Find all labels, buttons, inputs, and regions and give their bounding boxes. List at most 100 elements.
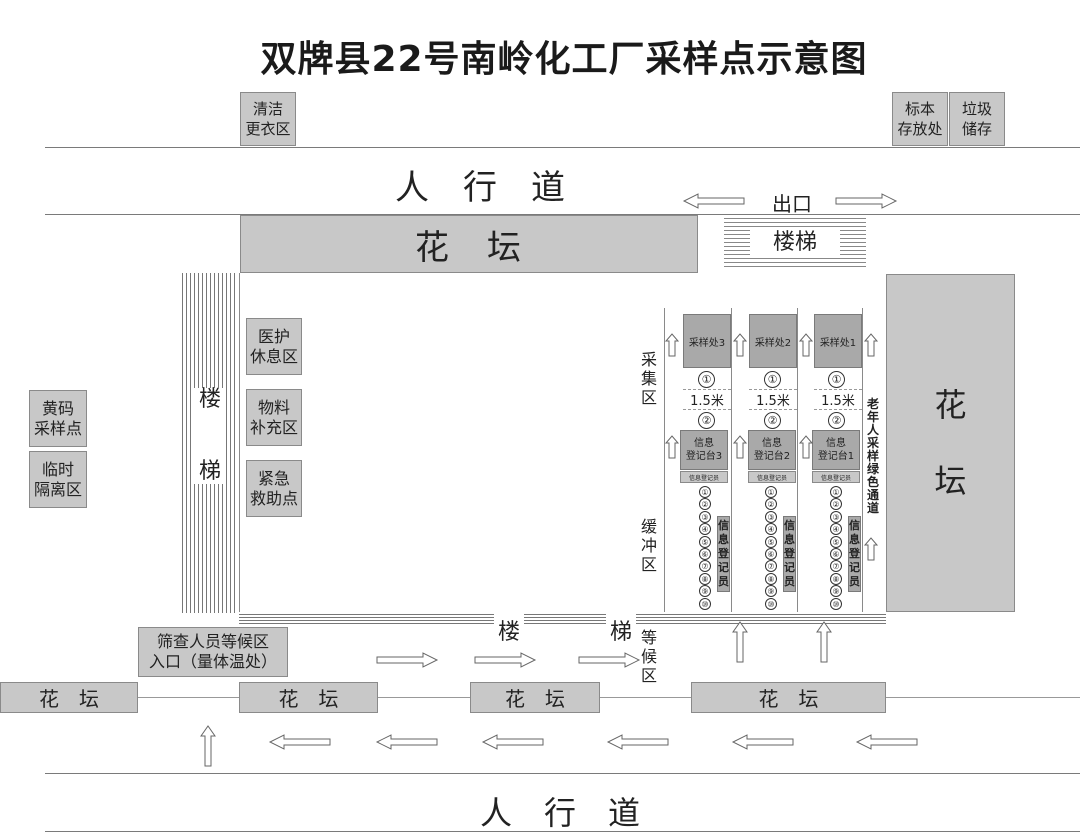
registrar-vertical: 信 息 登 记 员 (848, 516, 861, 592)
queue-number: ① (830, 486, 842, 498)
lane-arrow-up-small (733, 435, 747, 459)
queue-number: ⑥ (830, 548, 842, 560)
queue-number: ⑩ (765, 597, 777, 610)
registrar-tag: 信息登记员 (680, 471, 728, 483)
exit-arrow-left (683, 193, 745, 209)
lane-arrow-up (816, 621, 832, 663)
elderly-green-channel-label: 老 年 人 采 样 绿 色 通 道 (866, 397, 879, 515)
stairs-left-label: 楼 梯 (194, 388, 226, 484)
sidewalk-bottom-upper-line (45, 773, 1080, 774)
lane-divider (731, 308, 732, 614)
flowerbed-bottom: 花 坛 (691, 682, 886, 713)
collection-zone-label: 采 集 区 (640, 350, 657, 407)
distance-label: 1.5米 (814, 389, 862, 410)
queue-number: ⑥ (765, 548, 777, 560)
queue-number: ③ (830, 510, 842, 523)
queue-number: ⑧ (830, 572, 842, 585)
distance-label: 1.5米 (749, 389, 797, 410)
queue-number: ⑦ (765, 560, 777, 573)
waiting-zone-label: 等 候 区 (640, 628, 657, 685)
registration-desk-1: 信息 登记台1 (812, 430, 860, 470)
lane-arrow-up-small (733, 333, 747, 357)
flow-arrow-right (474, 652, 536, 668)
sidewalk-top-lower-line (45, 214, 1080, 215)
registration-desk-2: 信息 登记台2 (748, 430, 796, 470)
material-supply-area: 物料 补充区 (246, 389, 302, 446)
flow-arrow-right (376, 652, 438, 668)
queue-number: ① (765, 486, 777, 498)
flowerbed-bottom: 花 坛 (0, 682, 138, 713)
marker-1: ① (698, 371, 715, 388)
flow-arrow-left (482, 734, 544, 750)
queue-number: ⑤ (765, 535, 777, 548)
registration-desk-3: 信息 登记台3 (680, 430, 728, 470)
queue-number: ⑦ (830, 560, 842, 573)
entrance-arrow-up (200, 725, 216, 767)
lane-arrow-up-small (665, 333, 679, 357)
garbage-storage: 垃圾 储存 (949, 92, 1005, 146)
lane-arrow-up-small (864, 537, 878, 561)
flow-arrow-left (376, 734, 438, 750)
queue-number: ③ (765, 510, 777, 523)
queue-number: ⑧ (699, 572, 711, 585)
flowerbed-bottom: 花 坛 (239, 682, 378, 713)
marker-1: ① (828, 371, 845, 388)
sidewalk-bottom-lower-line (45, 831, 1080, 832)
queue-number: ⑩ (830, 597, 842, 610)
flow-arrow-right (578, 652, 640, 668)
queue-number: ⑨ (830, 585, 842, 598)
lane-divider (797, 308, 798, 614)
queue-number: ② (699, 498, 711, 511)
emergency-aid-point: 紧急 救助点 (246, 460, 302, 517)
temporary-isolation-area: 临时 隔离区 (29, 451, 87, 508)
queue-number: ② (765, 498, 777, 511)
flow-arrow-left (732, 734, 794, 750)
flowerbed-top: 花 坛 (240, 215, 698, 273)
yellow-code-sampling-point: 黄码 采样点 (29, 390, 87, 447)
lane-arrow-up-small (864, 333, 878, 357)
marker-1: ① (764, 371, 781, 388)
sampling-point-3: 采样处3 (683, 314, 731, 368)
lane-divider (862, 308, 863, 614)
screening-entrance: 筛查人员等候区 入口（量体温处） (138, 627, 288, 677)
lane-arrow-up (732, 621, 748, 663)
distance-label: 1.5米 (683, 389, 731, 410)
queue-number: ② (830, 498, 842, 511)
marker-2: ② (828, 412, 845, 429)
flow-arrow-left (269, 734, 331, 750)
page-title: 双牌县22号南岭化工厂采样点示意图 (260, 39, 868, 80)
flowerbed-bottom: 花 坛 (470, 682, 600, 713)
sampling-point-2: 采样处2 (749, 314, 797, 368)
lane-arrow-up-small (665, 435, 679, 459)
registrar-tag: 信息登记员 (812, 471, 860, 483)
sampling-point-1: 采样处1 (814, 314, 862, 368)
flowerbed-right: 花 坛 (886, 274, 1015, 612)
compound-left-edge (239, 273, 240, 613)
sample-storage: 标本 存放处 (892, 92, 948, 146)
queue-number: ⑩ (699, 597, 711, 610)
marker-2: ② (698, 412, 715, 429)
sidewalk-bottom-label: 人 行 道 (479, 794, 640, 832)
queue-number: ④ (699, 523, 711, 536)
queue-number: ⑥ (699, 548, 711, 560)
exit-label: 出口 (772, 192, 812, 216)
queue-number: ④ (830, 523, 842, 536)
queue-number: ⑧ (765, 572, 777, 585)
flow-arrow-left (607, 734, 669, 750)
queue-number: ⑤ (830, 535, 842, 548)
buffer-zone-label: 缓 冲 区 (640, 517, 657, 574)
registrar-vertical: 信 息 登 记 员 (717, 516, 730, 592)
stairs-bottom-label-2: 梯 (606, 614, 636, 646)
medical-rest-area: 医护 休息区 (246, 318, 302, 375)
queue-number: ④ (765, 523, 777, 536)
queue-number: ⑨ (765, 585, 777, 598)
clean-changing-area: 清洁 更衣区 (240, 92, 296, 146)
stairs-bottom-label-1: 楼 (494, 614, 524, 646)
queue-number: ① (699, 486, 711, 498)
lane-divider (664, 308, 665, 614)
sidewalk-top-label: 人 行 道 (395, 168, 565, 208)
